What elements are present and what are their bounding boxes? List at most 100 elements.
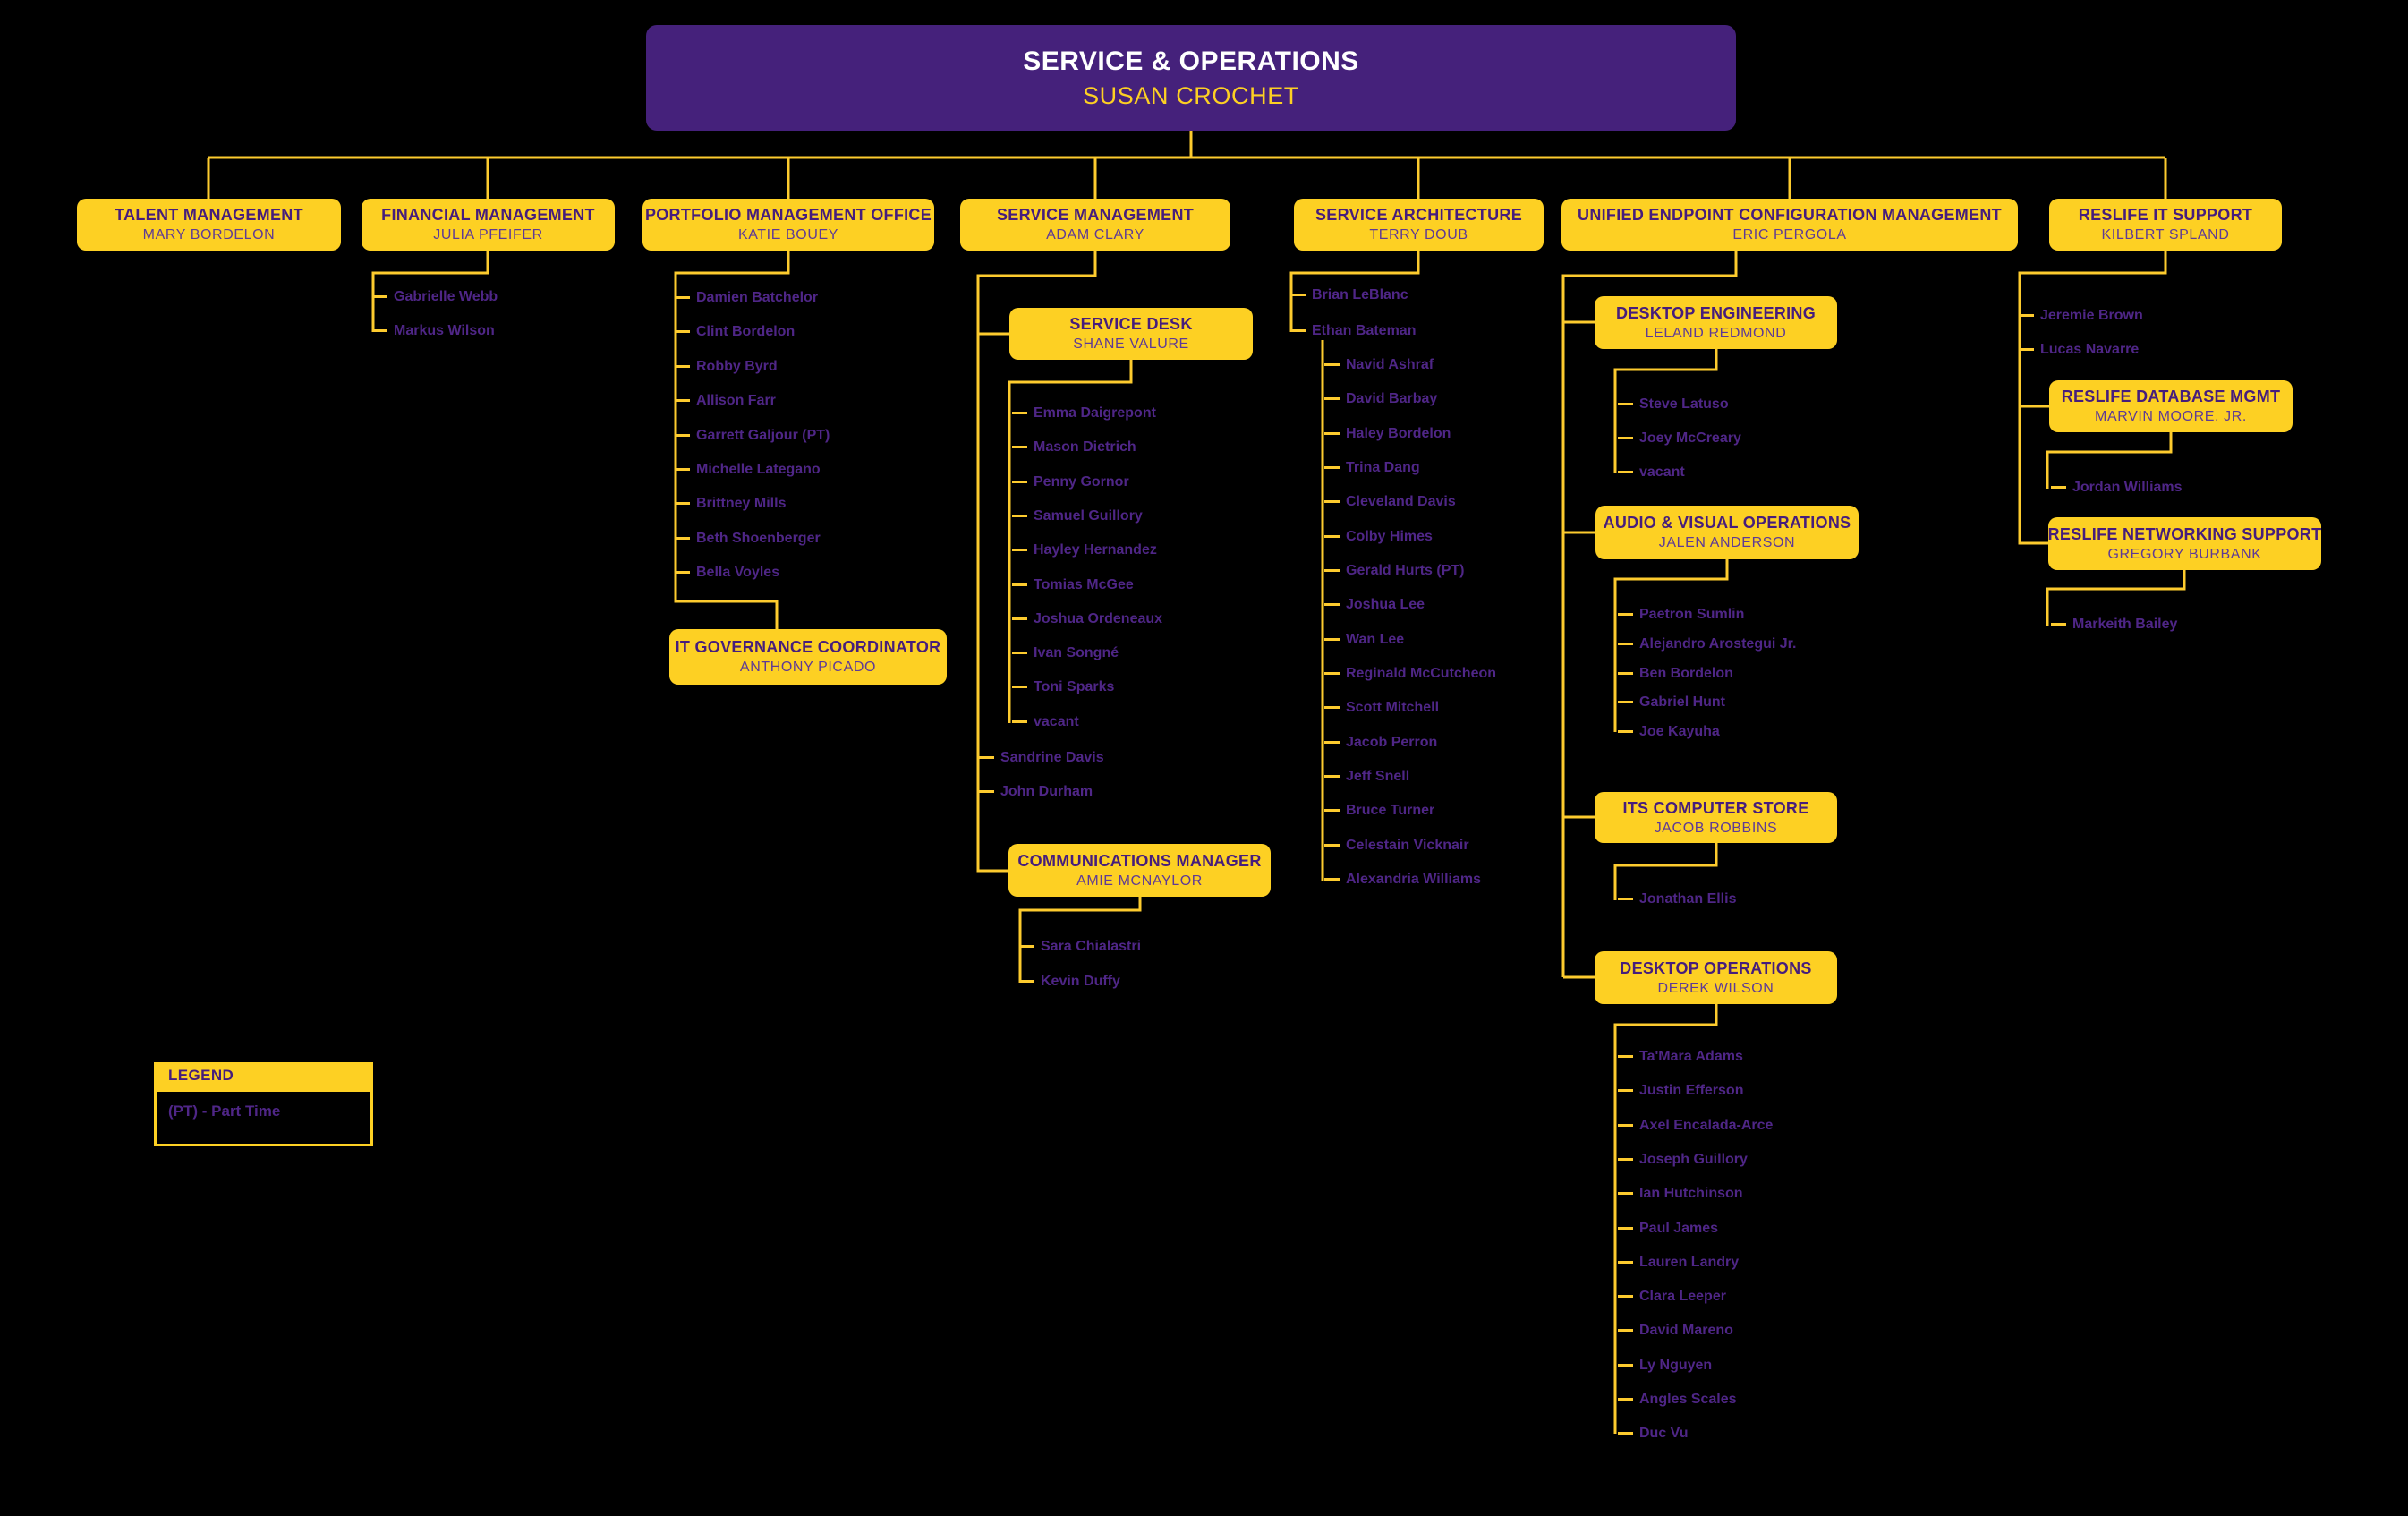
member-name: Hayley Hernandez [1012,540,1157,561]
member-name: Alexandria Williams [1323,869,1481,890]
sub-title: ITS COMPUTER STORE [1622,798,1809,817]
sub-box-reslife-database-mgmt: RESLIFE DATABASE MGMT MARVIN MOORE, JR. [2049,380,2293,432]
member-name: Paul James [1617,1218,1718,1239]
member-name: Sara Chialastri [1018,936,1141,958]
member-name: Markeith Bailey [2050,614,2177,635]
member-name: Jordan Williams [2051,477,2183,498]
member-name: Haley Bordelon [1323,423,1451,445]
member-name: Lucas Navarre [2018,339,2139,361]
dept-person: ADAM CLARY [1046,227,1144,243]
member-name: Sandrine Davis [979,747,1104,769]
legend-body: (PT) - Part Time [154,1089,373,1146]
member-name: Ly Nguyen [1617,1355,1712,1376]
sub-person: JACOB ROBBINS [1654,820,1778,836]
member-name: Jonathan Ellis [1617,889,1736,910]
member-name: Ian Hutchinson [1618,1183,1743,1205]
member-name: Ethan Bateman [1289,320,1416,342]
member-name: Axel Encalada-Arce [1617,1115,1773,1137]
member-name: Robby Byrd [675,356,778,378]
sub-box-communications-manager: COMMUNICATIONS MANAGER AMIE MCNAYLOR [1008,844,1271,897]
member-name: Ivan Songné [1011,643,1119,664]
member-name: Jeff Snell [1323,766,1409,788]
sub-person: SHANE VALURE [1073,336,1189,352]
member-name: Mason Dietrich [1012,437,1136,458]
sub-person: MARVIN MOORE, JR. [2095,409,2247,424]
member-name: Gabrielle Webb [371,286,498,308]
dept-person: KILBERT SPLAND [2101,227,2230,243]
member-name: Paetron Sumlin [1617,604,1744,626]
dept-box-service-management: SERVICE MANAGEMENT ADAM CLARY [960,199,1230,251]
root-person: SUSAN CROCHET [1083,81,1299,109]
sub-title: RESLIFE NETWORKING SUPPORT [2047,524,2322,543]
member-name: Garrett Galjour (PT) [674,425,830,447]
sub-box-its-computer-store: ITS COMPUTER STORE JACOB ROBBINS [1595,792,1837,843]
dept-title: SERVICE MANAGEMENT [996,206,1195,224]
legend-entry: (PT) - Part Time [168,1103,281,1120]
member-name: Wan Lee [1323,629,1404,651]
member-name: Lauren Landry [1617,1252,1739,1273]
dept-person: ERIC PERGOLA [1732,227,1847,243]
member-name: Colby Himes [1324,526,1433,548]
member-name: Markus Wilson [372,320,495,342]
member-name: Jacob Perron [1323,732,1437,754]
member-name: Jeremie Brown [2019,305,2143,327]
member-name: Joshua Ordeneaux [1011,609,1162,630]
dept-title: TALENT MANAGEMENT [115,206,303,224]
sub-box-desktop-engineering: DESKTOP ENGINEERING LELAND REDMOND [1595,296,1837,349]
dept-box-service-architecture: SERVICE ARCHITECTURE TERRY DOUB [1294,199,1544,251]
sub-box-reslife-networking-support: RESLIFE NETWORKING SUPPORT GREGORY BURBA… [2048,517,2321,570]
sub-person: ANTHONY PICADO [739,660,877,675]
sub-box-it-governance-coordinator: IT GOVERNANCE COORDINATOR ANTHONY PICADO [669,629,947,685]
member-name: Joey McCreary [1618,428,1741,449]
member-name: David Barbay [1323,388,1437,410]
sub-box-desktop-operations: DESKTOP OPERATIONS DEREK WILSON [1595,951,1837,1004]
sub-person: LELAND REDMOND [1645,325,1787,341]
dept-person: MARY BORDELON [142,227,276,243]
sub-title: SERVICE DESK [1069,315,1193,333]
member-name: Damien Batchelor [674,287,818,309]
sub-person: GREGORY BURBANK [2107,546,2262,562]
member-name: Samuel Guillory [1012,506,1143,527]
member-name: Penny Gornor [1012,472,1129,493]
member-name: Gerald Hurts (PT) [1323,560,1464,582]
member-name: Bruce Turner [1323,800,1434,822]
member-name: John Durham [978,781,1093,803]
dept-box-portfolio-management-office: PORTFOLIO MANAGEMENT OFFICE KATIE BOUEY [642,199,934,251]
member-name: Joseph Guillory [1618,1149,1748,1171]
member-name: Michelle Lategano [675,459,821,481]
dept-title: FINANCIAL MANAGEMENT [381,206,595,224]
member-name: Brian LeBlanc [1290,285,1408,306]
member-name: Reginald McCutcheon [1323,663,1496,685]
dept-person: JULIA PFEIFER [433,227,543,243]
root-title: SERVICE & OPERATIONS [1023,46,1359,76]
member-name: Cleveland Davis [1324,491,1456,513]
member-name: Ta'Mara Adams [1618,1046,1743,1068]
member-name: Joshua Lee [1323,594,1425,616]
member-name: Gabriel Hunt [1617,692,1725,713]
member-name: Celestain Vicknair [1324,835,1469,856]
member-name: Tomias McGee [1012,575,1134,596]
member-name: Bella Voyles [674,562,779,583]
member-name: Navid Ashraf [1323,354,1434,376]
member-name: Brittney Mills [674,493,786,515]
member-name: Justin Efferson [1617,1080,1743,1102]
sub-title: RESLIFE DATABASE MGMT [2061,388,2281,405]
member-name: Kevin Duffy [1019,971,1120,992]
member-name: Clint Bordelon [674,321,795,343]
sub-person: DEREK WILSON [1657,980,1774,996]
sub-title: DESKTOP ENGINEERING [1615,303,1817,322]
dept-title: SERVICE ARCHITECTURE [1315,206,1523,224]
member-name: David Mareno [1618,1320,1733,1341]
member-name: Ben Bordelon [1618,663,1733,685]
dept-title: PORTFOLIO MANAGEMENT OFFICE [644,206,932,224]
dept-title: RESLIFE IT SUPPORT [2078,206,2253,224]
member-name: Emma Daigrepont [1012,403,1156,424]
member-name: Angles Scales [1618,1389,1737,1410]
member-name: Alejandro Arostegui Jr. [1617,634,1796,655]
sub-box-audio-visual-operations: AUDIO & VISUAL OPERATIONS JALEN ANDERSON [1595,506,1859,559]
member-name: Joe Kayuha [1618,721,1720,743]
dept-title: UNIFIED ENDPOINT CONFIGURATION MANAGEMEN… [1578,206,2002,224]
dept-box-financial-management: FINANCIAL MANAGEMENT JULIA PFEIFER [362,199,615,251]
member-name: Duc Vu [1618,1423,1689,1444]
sub-box-service-desk: SERVICE DESK SHANE VALURE [1009,308,1253,360]
